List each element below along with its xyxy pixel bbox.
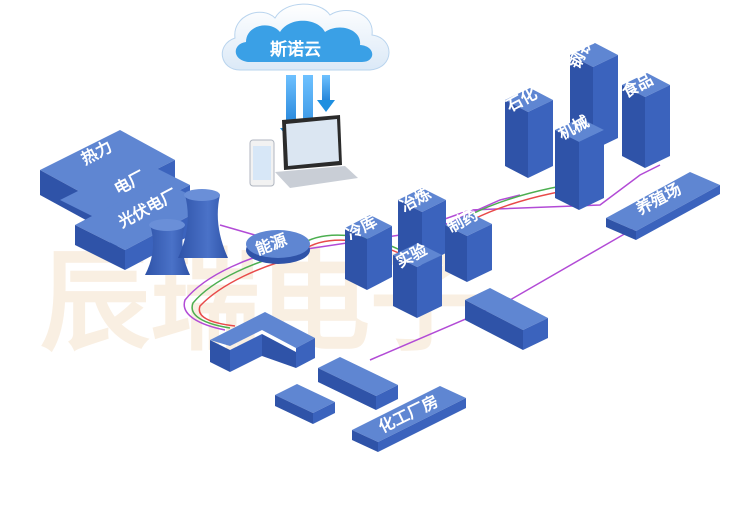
petrochem-block: 石化 (502, 84, 553, 178)
lab-block: 实验 (393, 239, 442, 318)
machinery-block: 机械 (555, 112, 604, 210)
cloud-label: 斯诺云 (270, 39, 321, 60)
small-slab-block (275, 384, 335, 424)
food-block: 食品 (618, 70, 670, 168)
energy-node: 能源 (246, 230, 310, 264)
laptop-icon (275, 115, 358, 188)
long-bar-block (318, 357, 398, 410)
down-arrow-icon-2 (317, 100, 335, 112)
l-building-block (210, 312, 315, 372)
warehouse-block (465, 288, 548, 350)
phone-icon (249, 139, 275, 187)
breeding-block: 养殖场 (606, 172, 720, 240)
cold-storage-block: 冷库 (343, 212, 392, 290)
cloud-node: 斯诺云 (221, 3, 390, 71)
cooling-towers (145, 189, 228, 275)
pharma-block: 制药 (444, 205, 492, 282)
